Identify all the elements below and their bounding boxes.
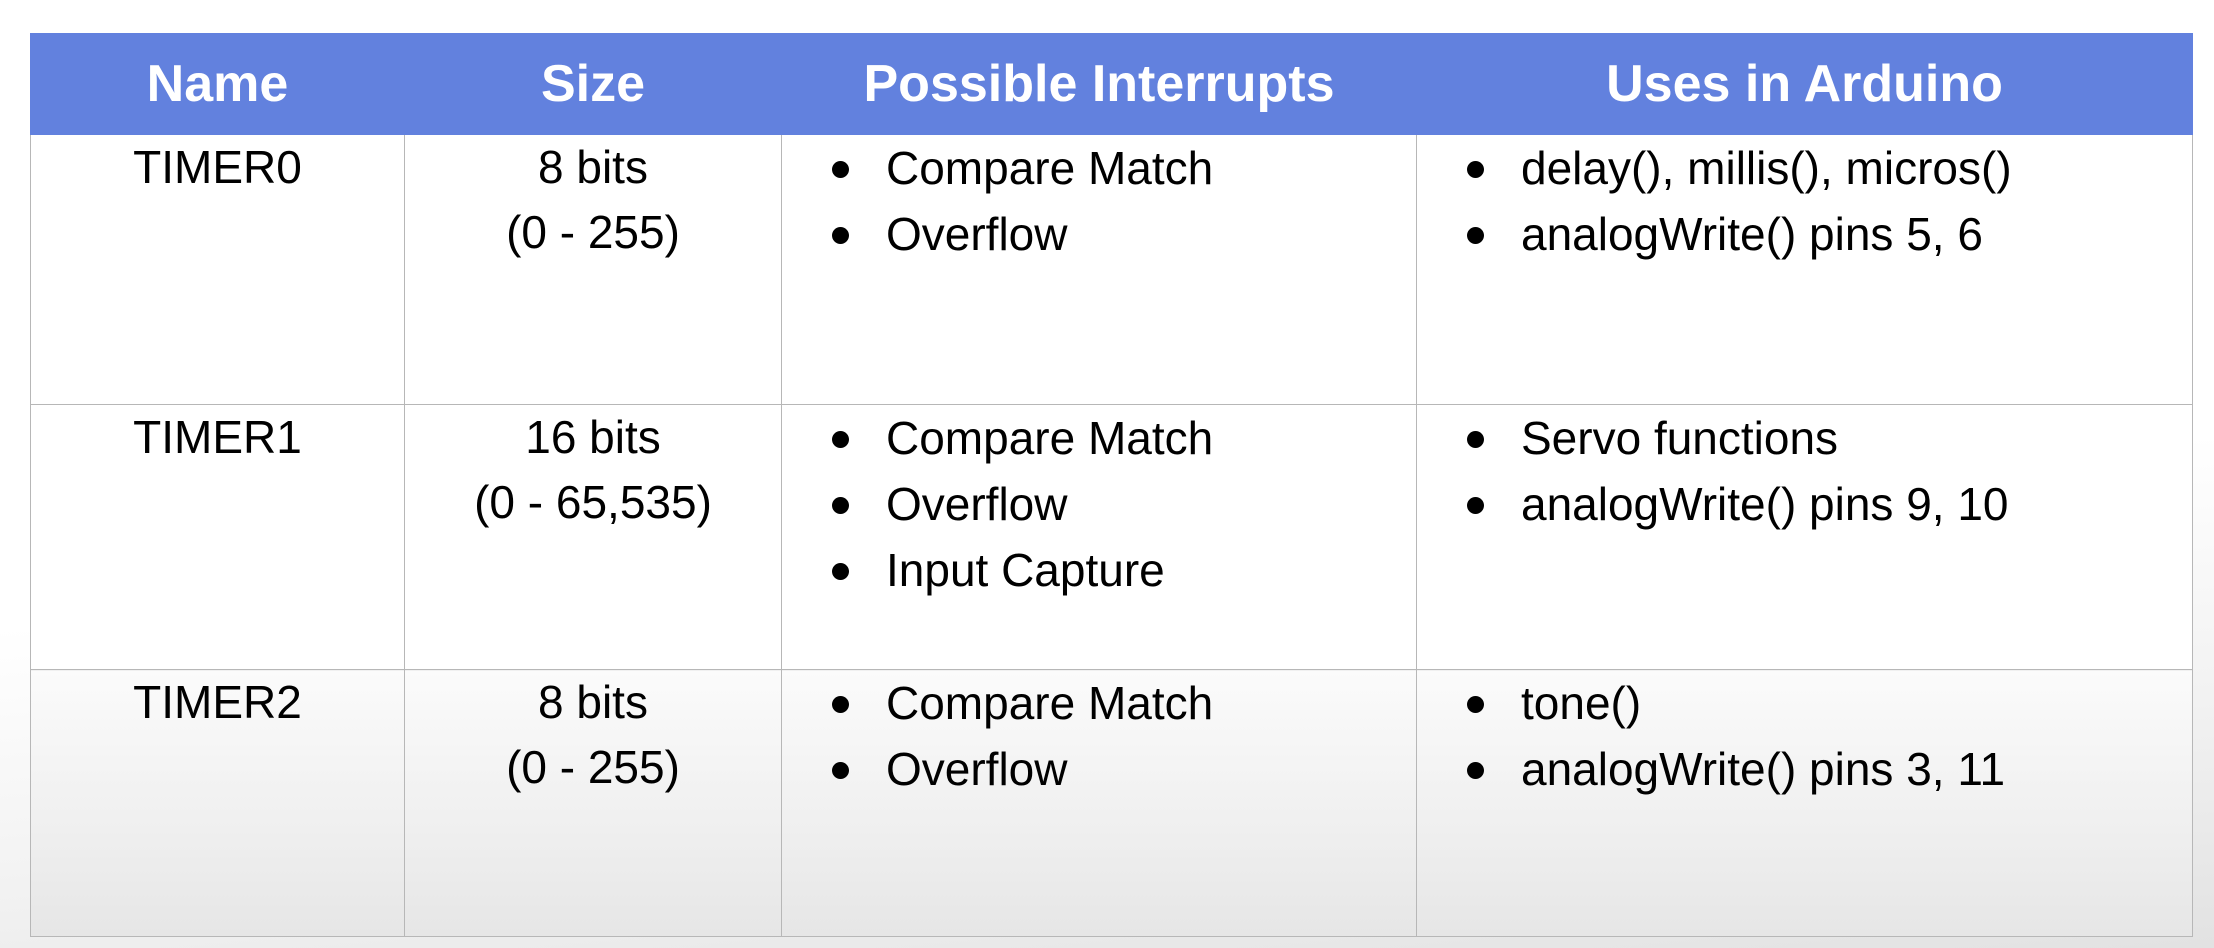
size-range: (0 - 255): [506, 206, 680, 258]
cell-timer-interrupts: Compare Match Overflow Input Capture: [781, 404, 1417, 670]
list-item-label: Overflow: [886, 743, 1068, 795]
bullet-icon: [1467, 227, 1484, 244]
cell-timer-uses: delay(), millis(), micros() analogWrite(…: [1416, 134, 2193, 405]
cell-timer-name: TIMER2: [30, 669, 405, 937]
interrupt-list: Compare Match Overflow Input Capture: [782, 405, 1416, 603]
list-item-label: Compare Match: [886, 142, 1214, 194]
bullet-icon: [1467, 161, 1484, 178]
list-item: tone(): [1463, 670, 2192, 736]
list-item: delay(), millis(), micros(): [1463, 135, 2192, 201]
list-item: Servo functions: [1463, 405, 2192, 471]
list-item-label: tone(): [1521, 677, 1642, 729]
cell-timer-uses: Servo functions analogWrite() pins 9, 10: [1416, 404, 2193, 670]
list-item: Compare Match: [828, 135, 1416, 201]
size-bits: 8 bits: [538, 676, 648, 728]
list-item: Compare Match: [828, 405, 1416, 471]
size-bits: 16 bits: [525, 411, 661, 463]
uses-list: Servo functions analogWrite() pins 9, 10: [1417, 405, 2192, 537]
arduino-timer-table: Name Size Possible Interrupts Uses in Ar…: [30, 33, 2193, 937]
bullet-icon: [832, 563, 849, 580]
bullet-icon: [832, 431, 849, 448]
list-item: Compare Match: [828, 670, 1416, 736]
list-item: Overflow: [828, 471, 1416, 537]
list-item-label: analogWrite() pins 9, 10: [1521, 478, 2009, 530]
cell-timer-interrupts: Compare Match Overflow: [781, 669, 1417, 937]
cell-timer-size: 8 bits (0 - 255): [404, 134, 782, 405]
list-item-label: Overflow: [886, 478, 1068, 530]
bullet-icon: [1467, 497, 1484, 514]
cell-timer-size: 8 bits (0 - 255): [404, 669, 782, 937]
interrupt-list: Compare Match Overflow: [782, 135, 1416, 267]
size-range: (0 - 255): [506, 741, 680, 793]
list-item-label: analogWrite() pins 5, 6: [1521, 208, 1983, 260]
column-header-name[interactable]: Name: [30, 33, 405, 135]
size-range: (0 - 65,535): [474, 476, 712, 528]
column-header-uses[interactable]: Uses in Arduino: [1416, 33, 2193, 135]
list-item-label: Servo functions: [1521, 412, 1839, 464]
cell-timer-name: TIMER0: [30, 134, 405, 405]
column-header-size[interactable]: Size: [404, 33, 782, 135]
table-body: TIMER0 8 bits (0 - 255) Compare Match Ov…: [30, 134, 2193, 937]
bullet-icon: [832, 762, 849, 779]
table-row: TIMER2 8 bits (0 - 255) Compare Match Ov…: [30, 669, 2193, 937]
list-item-label: Input Capture: [886, 544, 1165, 596]
table-header: Name Size Possible Interrupts Uses in Ar…: [30, 33, 2193, 135]
list-item: analogWrite() pins 9, 10: [1463, 471, 2192, 537]
list-item: analogWrite() pins 5, 6: [1463, 201, 2192, 267]
list-item: Overflow: [828, 201, 1416, 267]
list-item-label: delay(), millis(), micros(): [1521, 142, 2012, 194]
cell-timer-size: 16 bits (0 - 65,535): [404, 404, 782, 670]
list-item: Input Capture: [828, 537, 1416, 603]
list-item: Overflow: [828, 736, 1416, 802]
interrupt-list: Compare Match Overflow: [782, 670, 1416, 802]
list-item: analogWrite() pins 3, 11: [1463, 736, 2192, 802]
list-item-label: Compare Match: [886, 412, 1214, 464]
list-item-label: analogWrite() pins 3, 11: [1521, 743, 2006, 795]
cell-timer-interrupts: Compare Match Overflow: [781, 134, 1417, 405]
bullet-icon: [832, 696, 849, 713]
cell-timer-name: TIMER1: [30, 404, 405, 670]
uses-list: tone() analogWrite() pins 3, 11: [1417, 670, 2192, 802]
bullet-icon: [1467, 762, 1484, 779]
header-row: Name Size Possible Interrupts Uses in Ar…: [30, 33, 2193, 135]
table-row: TIMER0 8 bits (0 - 255) Compare Match Ov…: [30, 134, 2193, 405]
bullet-icon: [832, 161, 849, 178]
size-bits: 8 bits: [538, 141, 648, 193]
uses-list: delay(), millis(), micros() analogWrite(…: [1417, 135, 2192, 267]
bullet-icon: [832, 497, 849, 514]
list-item-label: Overflow: [886, 208, 1068, 260]
bullet-icon: [1467, 696, 1484, 713]
column-header-interrupts[interactable]: Possible Interrupts: [781, 33, 1417, 135]
bullet-icon: [832, 227, 849, 244]
table-row: TIMER1 16 bits (0 - 65,535) Compare Matc…: [30, 404, 2193, 670]
list-item-label: Compare Match: [886, 677, 1214, 729]
bullet-icon: [1467, 431, 1484, 448]
cell-timer-uses: tone() analogWrite() pins 3, 11: [1416, 669, 2193, 937]
